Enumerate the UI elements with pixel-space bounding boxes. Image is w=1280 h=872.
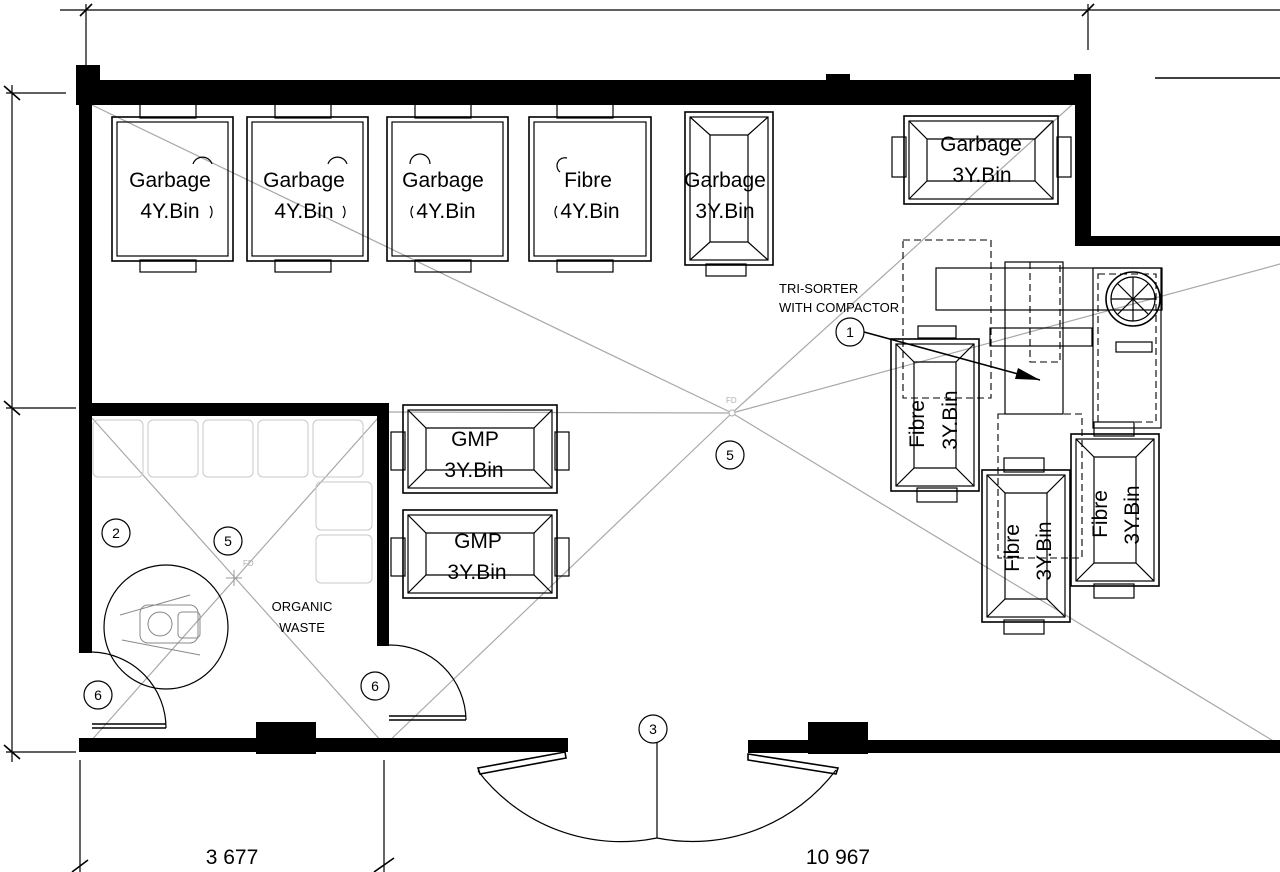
wheelchair-turning-circle: [103, 564, 229, 690]
room-label-line1: ORGANIC: [272, 599, 333, 614]
keynote-tag-5-organic: 5: [213, 526, 243, 556]
dimension-bottom-right: 10 967: [806, 846, 870, 869]
keynote-tag-6-organic: 6: [360, 671, 390, 701]
dimension-lines: [3, 3, 1280, 872]
keynote-tag-2: 2: [101, 518, 131, 548]
bin-label-line1: Fibre: [1001, 524, 1024, 572]
bin-label-line1: GMP: [454, 530, 502, 553]
bin-label-line2: 3Y.Bin: [1033, 521, 1056, 580]
tag-number: 5: [224, 533, 232, 549]
equipment-label-line2: WITH COMPACTOR: [779, 300, 899, 315]
floor-drain-organic: FD: [226, 559, 254, 586]
bin-label-line2: 4Y.Bin: [416, 200, 475, 223]
bin-fibre-4y: Fibre 4Y.Bin: [528, 103, 652, 273]
bin-garbage-3y-1: Garbage 3Y.Bin: [684, 111, 774, 277]
bin-label-line1: Fibre: [906, 400, 929, 448]
tag-number: 6: [371, 678, 379, 694]
floor-drain-label: FD: [726, 396, 737, 405]
bin-label-line1: Garbage: [129, 169, 211, 192]
keynote-tag-1: 1: [835, 317, 865, 347]
bin-garbage-4y-3: Garbage 4Y.Bin: [386, 103, 509, 273]
bin-label-line2: 3Y.Bin: [952, 164, 1011, 187]
dimension-bottom-left: 3 677: [206, 846, 259, 869]
floor-drain-label: FD: [243, 559, 254, 568]
bin-label-line2: 3Y.Bin: [444, 459, 503, 482]
keynote-tag-5-main: 5: [715, 440, 745, 470]
bin-label-line2: 3Y.Bin: [447, 561, 506, 584]
bin-label-line1: Garbage: [940, 133, 1022, 156]
bin-label-line1: Garbage: [263, 169, 345, 192]
equipment-label-line1: TRI-SORTER: [779, 281, 858, 296]
room-label-line2: WASTE: [279, 620, 325, 635]
bin-label-line2: 3Y.Bin: [1121, 485, 1144, 544]
bin-label-line2: 4Y.Bin: [560, 200, 619, 223]
tag-number: 1: [846, 324, 854, 340]
bin-label-line1: Fibre: [564, 169, 612, 192]
bin-gmp-2: GMP 3Y.Bin: [390, 509, 570, 599]
organic-totes: [92, 419, 373, 584]
walls: [76, 65, 1280, 754]
bin-label-line2: 3Y.Bin: [695, 200, 754, 223]
bin-garbage-4y-2: Garbage 4Y.Bin: [246, 103, 369, 273]
bin-gmp-1: GMP 3Y.Bin: [390, 404, 570, 494]
bin-garbage-4y-1: Garbage 4Y.Bin: [111, 103, 234, 273]
bin-label-line1: Fibre: [1089, 490, 1112, 538]
bin-label-line1: Garbage: [402, 169, 484, 192]
tag-number: 3: [649, 721, 657, 737]
bin-label-line2: 3Y.Bin: [939, 390, 962, 449]
bin-fibre-3y-3: Fibre 3Y.Bin: [1070, 421, 1160, 599]
bin-fibre-3y-1: Fibre 3Y.Bin: [890, 338, 980, 503]
bin-label-line2: 4Y.Bin: [140, 200, 199, 223]
keynote-tag-6-left: 6: [83, 680, 113, 710]
tag-number: 5: [726, 447, 734, 463]
bin-fibre-3y-2: Fibre 3Y.Bin: [981, 457, 1071, 635]
tag-number: 6: [94, 687, 102, 703]
organic-waste-label: ORGANIC WASTE: [272, 599, 333, 635]
keynote-tag-3: 3: [638, 714, 668, 744]
doors: [91, 644, 840, 843]
bin-garbage-3y-2: Garbage 3Y.Bin: [891, 115, 1072, 205]
bin-label-line2: 4Y.Bin: [274, 200, 333, 223]
tri-sorter-label: TRI-SORTER WITH COMPACTOR: [779, 281, 1041, 381]
floor-drain-main: FD: [726, 396, 737, 417]
bin-label-line1: GMP: [451, 428, 499, 451]
bin-label-line1: Garbage: [684, 169, 766, 192]
tag-number: 2: [112, 525, 120, 541]
